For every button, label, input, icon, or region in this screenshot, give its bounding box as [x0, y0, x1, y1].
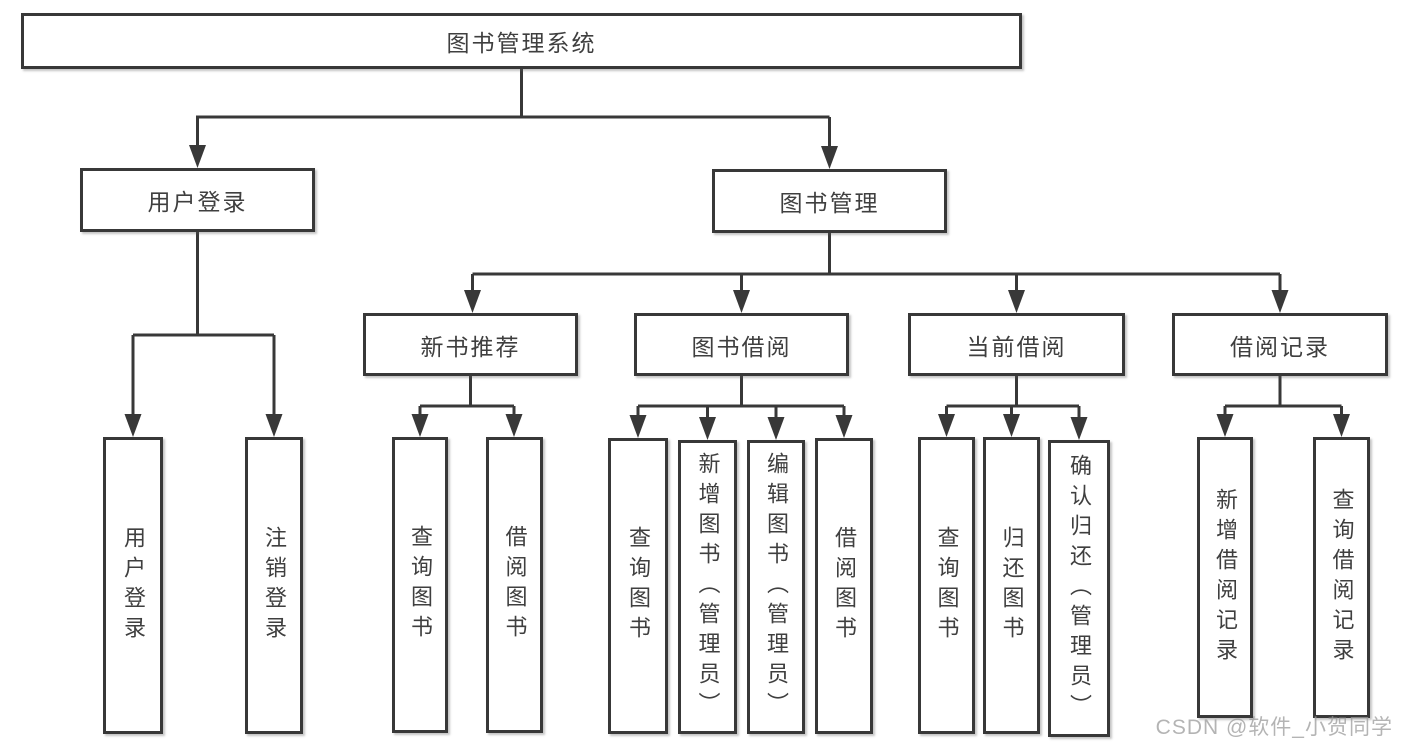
leaf-label: 注销登录: [262, 525, 287, 646]
leaf-label: 查询图书: [408, 525, 433, 645]
node-user-login: 用户登录: [80, 168, 315, 232]
node-book-management: 图书管理: [712, 169, 947, 233]
node-new-book-recommend: 新书推荐: [363, 313, 578, 376]
connector-user-login: [131, 232, 276, 419]
leaf-label: 查询借阅记录: [1329, 487, 1355, 668]
node-borrowing-records: 借阅记录: [1172, 313, 1388, 376]
leaf-query-borrow-record: 查询借阅记录: [1313, 437, 1370, 718]
connector-new-book-recommend: [418, 376, 516, 420]
leaf-logout: 注销登录: [245, 437, 303, 734]
leaf-label: 新增图书（管理员）: [695, 452, 721, 722]
leaf-query-books-2: 查询图书: [608, 438, 668, 734]
leaf-label: 借阅图书: [502, 525, 528, 645]
leaf-label: 新增借阅记录: [1213, 487, 1238, 668]
leaf-edit-book-admin: 编辑图书（管理员）: [747, 440, 805, 734]
leaf-label: 归还图书: [999, 525, 1025, 646]
leaf-label: 编辑图书（管理员）: [764, 452, 789, 722]
csdn-watermark: CSDN @软件_小贺同学: [1155, 716, 1393, 739]
connector-book-borrowing: [636, 376, 846, 422]
leaf-label: 用户登录: [121, 525, 146, 646]
connector-book-management: [471, 233, 1282, 295]
leaf-query-books-3: 查询图书: [918, 437, 975, 734]
arrowheads: [124, 145, 1350, 440]
leaf-query-books-1: 查询图书: [392, 437, 448, 733]
leaf-return-books: 归还图书: [983, 437, 1040, 734]
leaf-borrow-books-1: 借阅图书: [486, 437, 543, 733]
leaf-user-login: 用户登录: [103, 437, 163, 734]
connector-borrowing-records: [1223, 376, 1343, 419]
leaf-confirm-return-admin: 确认归还（管理员）: [1048, 440, 1110, 737]
leaf-label: 查询图书: [934, 525, 960, 646]
leaf-add-book-admin: 新增图书（管理员）: [678, 440, 737, 734]
leaf-label: 借阅图书: [832, 526, 857, 646]
connector-root: [196, 69, 831, 151]
connector-current-borrowing: [945, 376, 1081, 422]
leaf-label: 查询图书: [626, 526, 651, 646]
leaf-borrow-books-2: 借阅图书: [815, 438, 873, 734]
leaf-add-borrow-record: 新增借阅记录: [1197, 437, 1253, 718]
node-library-management-system: 图书管理系统: [21, 13, 1022, 69]
node-book-borrowing: 图书借阅: [634, 313, 849, 376]
node-current-borrowing: 当前借阅: [908, 313, 1125, 376]
leaf-label: 确认归还（管理员）: [1067, 453, 1092, 724]
